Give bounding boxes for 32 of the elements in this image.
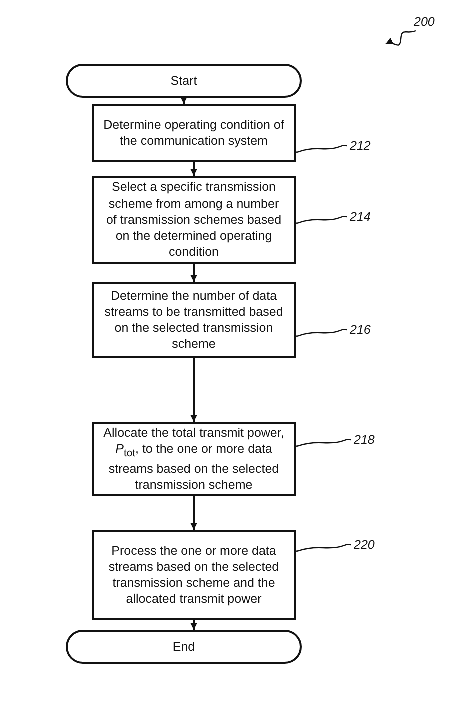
process-box: [92, 282, 296, 358]
arrow: [190, 162, 198, 176]
step-text: Determine the number of data streams to be transmitted based on the selected transmission scheme: [104, 288, 284, 352]
step-text: End: [172, 638, 196, 656]
reference-number: 218: [354, 434, 375, 446]
step-text: Process the one or more data streams based on the selected transmission scheme and the allocated transmit power: [108, 542, 280, 608]
step-text: Determine operating condition of the communication system: [102, 116, 286, 150]
arrow: [190, 496, 198, 530]
reference-arrow: [386, 30, 416, 46]
reference-number: 212: [350, 140, 371, 152]
reference-number: 216: [350, 324, 371, 336]
process-box: [92, 104, 296, 162]
step-text: Start: [170, 72, 198, 90]
leader-line: [296, 439, 352, 447]
reference-number: 220: [354, 538, 375, 552]
step-text: Select a specific transmission scheme from among a number of transmission schemes based on the determined operating condition: [105, 179, 283, 261]
terminal-box: [66, 64, 302, 98]
leader-line: [296, 544, 352, 552]
terminal-box: [66, 630, 302, 664]
process-box: [92, 176, 296, 264]
reference-number: 214: [350, 210, 371, 224]
leader-line: [296, 329, 348, 337]
reference-number: 200: [414, 16, 435, 28]
step-text: Allocate the total transmit power, P$_{tot}$, to the one or more data streams based on the selected transmission scheme: [102, 424, 286, 494]
leader-line: [296, 145, 348, 153]
arrow: [190, 264, 198, 282]
arrow: [190, 620, 198, 630]
arrow: [190, 358, 198, 422]
process-box: [92, 422, 296, 496]
arrow: [180, 97, 188, 104]
process-box: [92, 530, 296, 620]
leader-line: [296, 216, 348, 224]
